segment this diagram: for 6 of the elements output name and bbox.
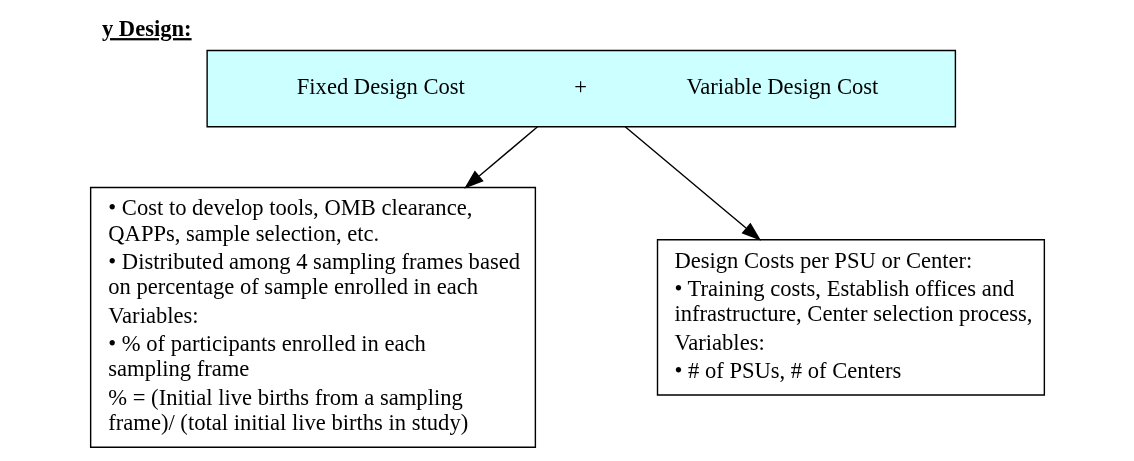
diagram-title: y Design:: [101, 16, 192, 42]
node-box: Design Costs per PSU or Center: • Training costs, Establish offices and infrastructure, Center selection process, Variables: • # of PSUs, # of Centers: [656, 238, 1045, 396]
node-box: Fixed Design Cost + Variable Design Cost: [205, 49, 956, 128]
arrow: [624, 126, 761, 241]
node-box: • Cost to develop tools, OMB clearance, QAPPs, sample selection, etc. • Distributed among 4 sampling frames based on percentage of sample enrolled in each Variables: • % of participants enrolled in each sampling frame % = (Initial live births from a sampling frame)/ (total initial live births in study): [89, 186, 536, 448]
arrow: [463, 126, 538, 189]
